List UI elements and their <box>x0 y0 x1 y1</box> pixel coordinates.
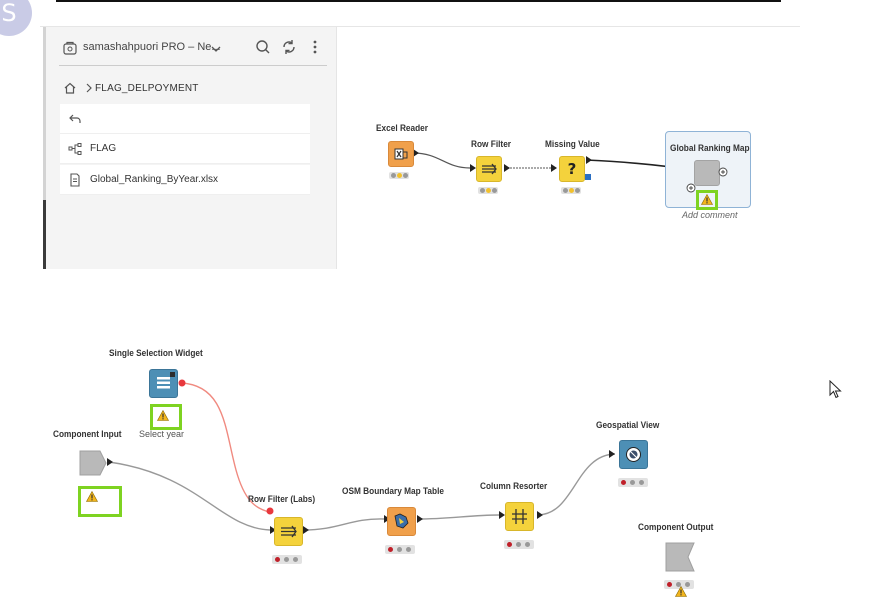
svg-text:?: ? <box>568 160 577 178</box>
node-status <box>389 172 409 179</box>
connection-line <box>416 514 500 520</box>
single-selection-widget-node[interactable] <box>149 369 178 398</box>
component-output-node[interactable] <box>664 541 696 573</box>
list-widget-icon <box>157 372 175 389</box>
node-status <box>385 545 415 554</box>
connection-line <box>302 518 385 531</box>
explorer-item-label: Global_Ranking_ByYear.xlsx <box>90 174 219 185</box>
reload-icon[interactable] <box>280 38 298 56</box>
port-dot <box>178 379 186 387</box>
back-arrow-icon <box>69 114 81 123</box>
node-title: Single Selection Widget <box>109 348 203 358</box>
highlight-box <box>150 404 182 430</box>
file-icon <box>70 173 80 187</box>
node-title: OSM Boundary Map Table <box>342 486 444 496</box>
warning-icon <box>86 491 98 502</box>
add-comment-label[interactable]: Add comment <box>682 210 738 220</box>
add-port-icon[interactable] <box>686 183 696 193</box>
warning-icon <box>701 194 713 205</box>
port-arrow <box>270 526 276 534</box>
excel-icon <box>394 148 408 160</box>
port-arrow <box>586 156 592 164</box>
workflow-icon <box>68 143 82 155</box>
node-title: Missing Value <box>545 139 600 149</box>
chevron-right-icon <box>86 83 92 93</box>
component-input-node[interactable] <box>78 449 108 477</box>
map-icon <box>394 513 409 529</box>
node-title: Row Filter (Labs) <box>248 494 316 504</box>
node-status <box>664 580 694 589</box>
more-vertical-icon[interactable] <box>306 38 324 56</box>
search-icon[interactable] <box>254 38 272 56</box>
top-divider <box>56 0 781 2</box>
node-status <box>504 540 534 549</box>
column-resorter-node[interactable] <box>505 502 534 531</box>
warning-icon <box>157 410 169 421</box>
geospatial-view-node[interactable] <box>619 440 648 469</box>
excel-reader-node[interactable] <box>388 141 414 167</box>
globe-icon <box>626 447 641 462</box>
port-arrow <box>303 526 309 534</box>
node-status <box>618 478 648 487</box>
connection-line <box>412 152 471 169</box>
connection-line <box>180 382 271 514</box>
node-title: Global Ranking Map <box>670 143 750 153</box>
chevron-down-icon[interactable] <box>211 44 221 54</box>
row-filter-node[interactable] <box>476 156 502 182</box>
connection-line <box>108 461 271 531</box>
panel-scroll-edge-dark <box>43 200 46 269</box>
explorer-item-xlsx[interactable]: Global_Ranking_ByYear.xlsx <box>60 165 310 195</box>
port-arrow <box>417 515 423 523</box>
node-title: Row Filter <box>471 139 512 149</box>
warning-icon <box>675 586 687 597</box>
node-title: Excel Reader <box>376 123 429 133</box>
port-arrow <box>537 511 543 519</box>
port-arrow <box>107 458 113 466</box>
row-filter-labs-node[interactable] <box>274 517 303 546</box>
node-status <box>272 555 302 564</box>
port-arrow <box>413 149 419 157</box>
node-title: Component Input <box>53 429 122 439</box>
top-divider-light <box>40 26 800 27</box>
panel-scroll-edge <box>43 27 46 269</box>
port-arrow <box>504 164 510 172</box>
node-title: Component Output <box>638 522 714 532</box>
space-icon <box>63 41 77 55</box>
filter-icon <box>281 525 297 538</box>
port-arrow <box>551 164 557 172</box>
back-row[interactable] <box>60 104 310 134</box>
port-dot <box>266 507 274 515</box>
node-title: Column Resorter <box>480 481 548 491</box>
osm-boundary-map-node[interactable] <box>387 507 416 536</box>
connection-line <box>536 453 616 516</box>
flow-variable-port[interactable] <box>585 174 591 180</box>
resort-icon <box>512 509 527 524</box>
node-status <box>478 187 498 194</box>
node-title: Geospatial View <box>596 420 660 430</box>
node-comment[interactable]: Select year <box>139 429 185 439</box>
mouse-cursor-icon <box>829 380 842 399</box>
filter-icon <box>482 163 497 175</box>
question-icon: ? <box>568 160 577 178</box>
user-avatar[interactable]: S <box>0 0 32 36</box>
add-port-icon[interactable] <box>718 167 728 177</box>
global-ranking-map-node[interactable] <box>694 160 720 186</box>
explorer-item-flag[interactable]: FLAG <box>60 134 310 164</box>
port-arrow <box>470 164 476 172</box>
missing-value-node[interactable]: ? <box>559 156 585 182</box>
space-explorer-panel: samashahpuori PRO – Ne... FLAG_DELPOYMEN… <box>43 27 337 269</box>
port-arrow <box>499 511 505 519</box>
breadcrumb-current[interactable]: FLAG_DELPOYMENT <box>95 83 199 94</box>
home-icon[interactable] <box>63 81 77 95</box>
highlight-box <box>696 190 718 210</box>
port-arrow <box>609 450 615 458</box>
highlight-box <box>78 486 122 517</box>
panel-divider <box>59 65 327 66</box>
node-status <box>561 187 581 194</box>
space-selector[interactable]: samashahpuori PRO – Ne... <box>83 41 221 53</box>
panel-header: samashahpuori PRO – Ne... <box>43 35 336 63</box>
explorer-item-label: FLAG <box>90 143 117 154</box>
